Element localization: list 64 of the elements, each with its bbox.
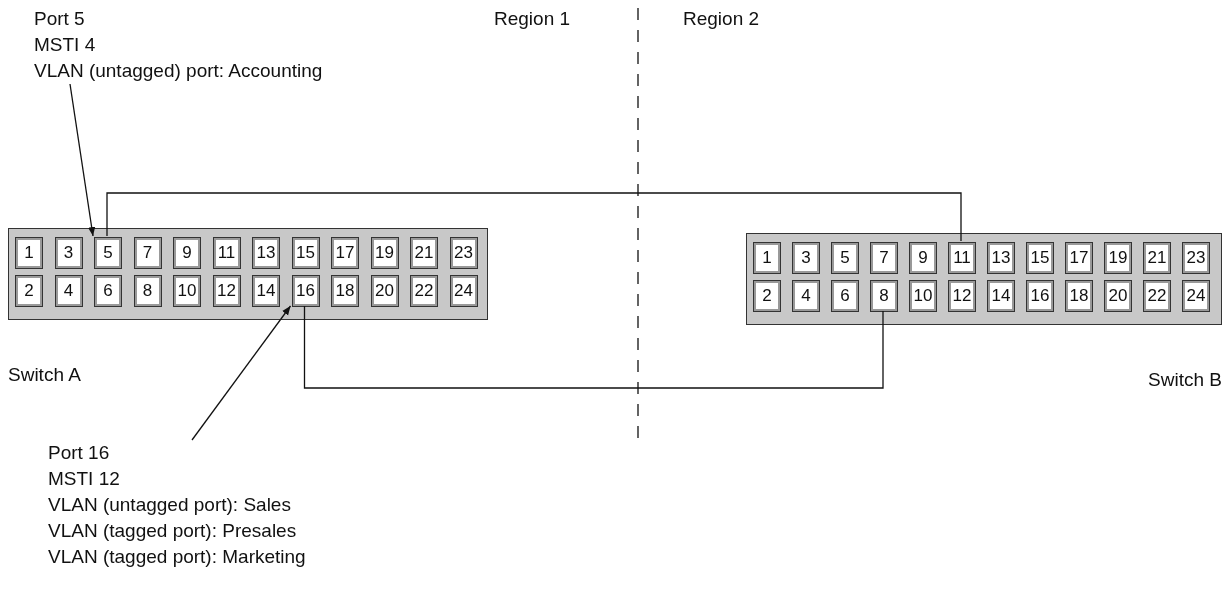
port: 12 bbox=[212, 275, 241, 307]
port-note: Port 5 bbox=[34, 7, 86, 31]
port-note: MSTI 4 bbox=[34, 33, 97, 57]
port: 23 bbox=[449, 237, 478, 269]
port: 4 bbox=[792, 280, 820, 312]
port-note: VLAN (tagged port): Marketing bbox=[48, 545, 306, 569]
port: 1 bbox=[15, 237, 43, 269]
port: 24 bbox=[449, 275, 478, 307]
port-note: VLAN (untagged) port: Accounting bbox=[34, 59, 323, 83]
port: 18 bbox=[331, 275, 359, 307]
port: 5 bbox=[94, 237, 122, 269]
port: 9 bbox=[173, 237, 201, 269]
port: 16 bbox=[291, 275, 320, 307]
port: 18 bbox=[1065, 280, 1093, 312]
port: 21 bbox=[1143, 242, 1171, 274]
port: 3 bbox=[792, 242, 820, 274]
switch-label: Switch A bbox=[8, 364, 81, 386]
port: 19 bbox=[1104, 242, 1132, 274]
port: 10 bbox=[909, 280, 937, 312]
region-label: Region 2 bbox=[683, 7, 760, 31]
port: 19 bbox=[370, 237, 399, 269]
port: 21 bbox=[410, 237, 438, 269]
region-label: Region 1 bbox=[494, 7, 571, 31]
port: 6 bbox=[831, 280, 859, 312]
port: 4 bbox=[54, 275, 83, 307]
port: 3 bbox=[54, 237, 83, 269]
port: 22 bbox=[410, 275, 438, 307]
port: 15 bbox=[1026, 242, 1054, 274]
port-note: Port 16 bbox=[48, 441, 111, 465]
port: 1 bbox=[753, 242, 781, 274]
port: 14 bbox=[987, 280, 1015, 312]
port: 8 bbox=[133, 275, 162, 307]
port: 12 bbox=[948, 280, 976, 312]
port-note: MSTI 12 bbox=[48, 467, 121, 491]
port: 5 bbox=[831, 242, 859, 274]
port: 2 bbox=[753, 280, 781, 312]
port: 20 bbox=[1104, 280, 1132, 312]
port: 7 bbox=[133, 237, 162, 269]
port: 20 bbox=[370, 275, 399, 307]
port: 14 bbox=[252, 275, 280, 307]
leader-arrow bbox=[191, 305, 292, 441]
port: 2 bbox=[15, 275, 43, 307]
port: 13 bbox=[252, 237, 280, 269]
port: 24 bbox=[1182, 280, 1210, 312]
port-note: VLAN (tagged port): Presales bbox=[48, 519, 298, 543]
cable-line bbox=[106, 192, 962, 242]
port: 13 bbox=[987, 242, 1015, 274]
port: 16 bbox=[1026, 280, 1054, 312]
switch-label: Switch B bbox=[1148, 369, 1222, 391]
port: 7 bbox=[870, 242, 898, 274]
leader-arrow bbox=[69, 83, 96, 237]
port-note: VLAN (untagged port): Sales bbox=[48, 493, 292, 517]
port: 11 bbox=[212, 237, 241, 269]
cable-line bbox=[303, 305, 884, 389]
port: 17 bbox=[1065, 242, 1093, 274]
port: 9 bbox=[909, 242, 937, 274]
port: 11 bbox=[948, 242, 976, 274]
port: 6 bbox=[94, 275, 122, 307]
port: 8 bbox=[870, 280, 898, 312]
port: 10 bbox=[173, 275, 201, 307]
port: 23 bbox=[1182, 242, 1210, 274]
port: 17 bbox=[331, 237, 359, 269]
port: 22 bbox=[1143, 280, 1171, 312]
port: 15 bbox=[291, 237, 320, 269]
